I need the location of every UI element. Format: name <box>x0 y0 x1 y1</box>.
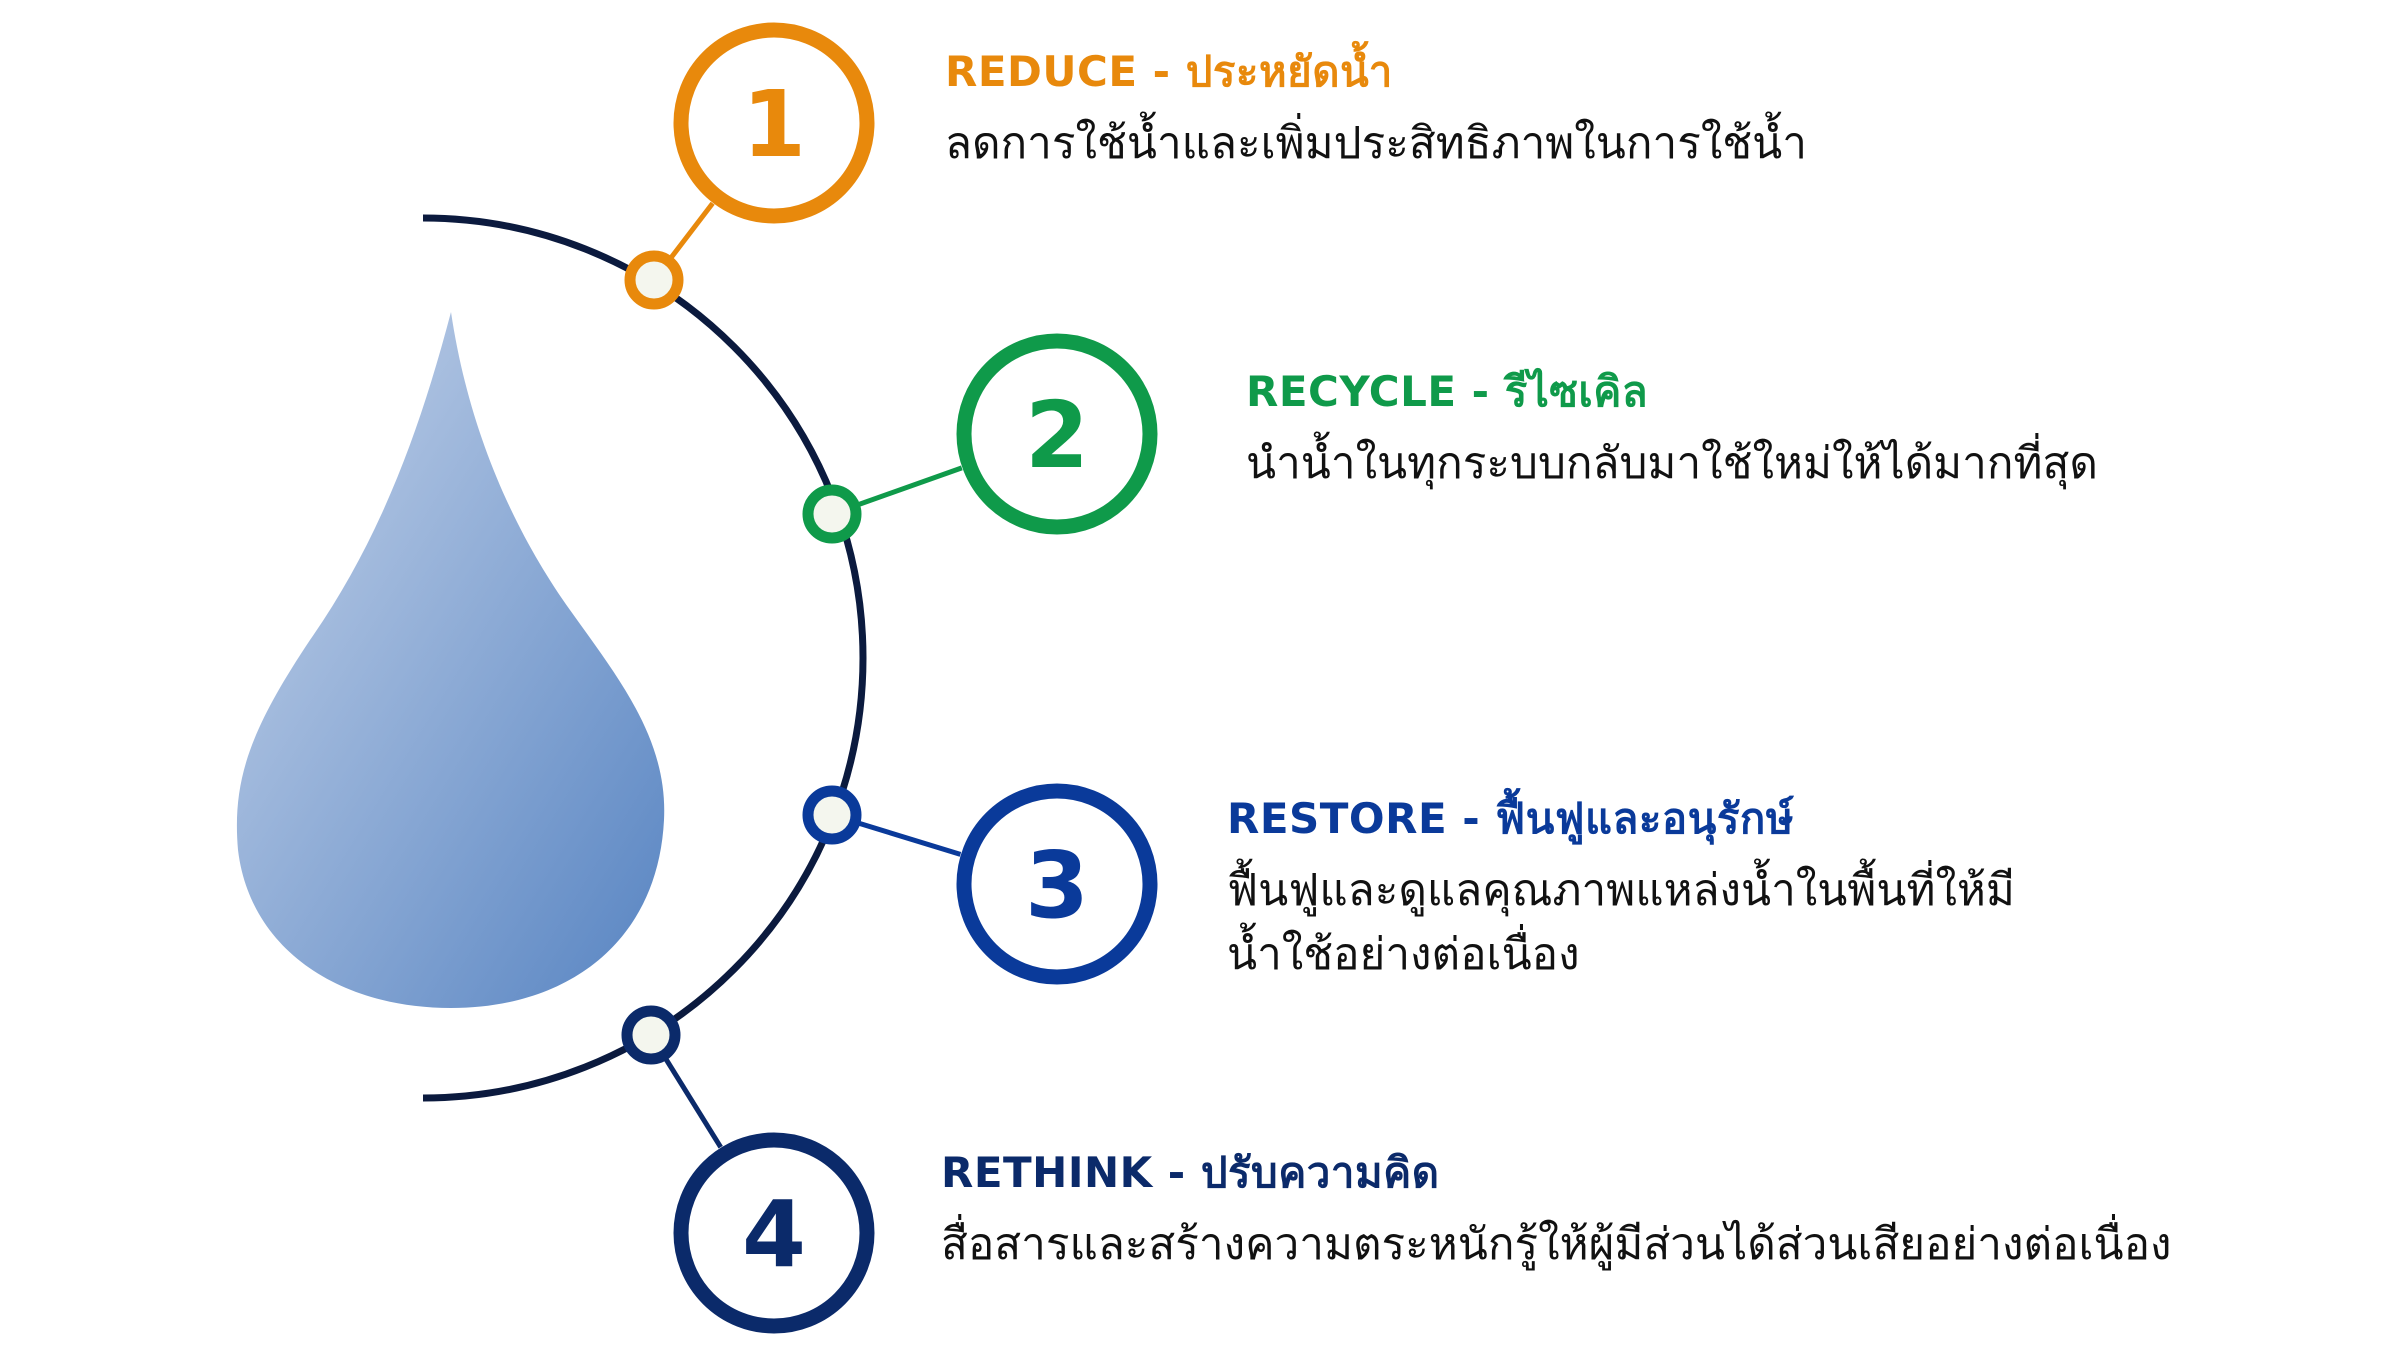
step-2-description: นำน้ำในทุกระบบกลับมาใช้ใหม่ให้ได้มากที่ส… <box>1246 438 2098 489</box>
step-3-number: 3 <box>1025 832 1089 939</box>
step-2-node-dot <box>802 484 862 544</box>
step-3-description: ฟื้นฟูและดูแลคุณภาพแหล่งน้ำในพื้นที่ให้ม… <box>1227 859 2015 987</box>
step-4-number: 4 <box>742 1181 806 1288</box>
step-4-description: สื่อสารและสร้างความตระหนักรู้ให้ผู้มีส่ว… <box>941 1219 2172 1270</box>
step-1-node-dot <box>624 250 684 310</box>
step-2-number: 2 <box>1025 382 1089 489</box>
step-3-description-line-1: ฟื้นฟูและดูแลคุณภาพแหล่งน้ำในพื้นที่ให้ม… <box>1227 865 2015 916</box>
step-1-description: ลดการใช้น้ำและเพิ่มประสิทธิภาพในการใช้น้… <box>945 118 1807 169</box>
step-3-description-line-2: น้ำใช้อย่างต่อเนื่อง <box>1227 929 1580 980</box>
step-1-text: REDUCE - ประหยัดน้ำ ลดการใช้น้ำและเพิ่มป… <box>945 46 1807 176</box>
step-4-text: RETHINK - ปรับความคิด สื่อสารและสร้างควา… <box>941 1147 2172 1277</box>
step-3-number-circle <box>956 783 1158 985</box>
step-1-title: REDUCE - ประหยัดน้ำ <box>945 47 1393 96</box>
step-1-number: 1 <box>742 71 806 178</box>
step-2-text: RECYCLE - รีไซเคิล นำน้ำในทุกระบบกลับมาใ… <box>1246 366 2098 496</box>
step-3-title: RESTORE - ฟื้นฟูและอนุรักษ์ <box>1227 794 1794 843</box>
step-4-title: RETHINK - ปรับความคิด <box>941 1148 1440 1197</box>
step-2-title: RECYCLE - รีไซเคิล <box>1246 367 1649 416</box>
step-3-node-dot <box>802 785 862 845</box>
step-4-number-circle <box>673 1132 875 1334</box>
step-4-node-dot <box>621 1005 681 1065</box>
water-drop-icon <box>236 312 665 1008</box>
step-3-text: RESTORE - ฟื้นฟูและอนุรักษ์ ฟื้นฟูและดูแ… <box>1227 793 2015 987</box>
step-2-number-circle <box>956 333 1158 535</box>
step-1-number-circle <box>673 22 875 224</box>
